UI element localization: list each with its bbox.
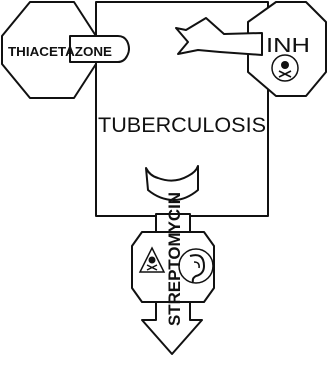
inh-label: INH bbox=[266, 35, 310, 57]
streptomycin-label: STREPTOMYCIN bbox=[165, 192, 184, 326]
skull-crossbones-icon bbox=[272, 55, 298, 81]
ear-icon bbox=[179, 249, 213, 283]
tuberculosis-label: TUBERCULOSIS bbox=[98, 114, 266, 137]
thiacetazone-label: THIACETAZONE bbox=[8, 44, 112, 59]
